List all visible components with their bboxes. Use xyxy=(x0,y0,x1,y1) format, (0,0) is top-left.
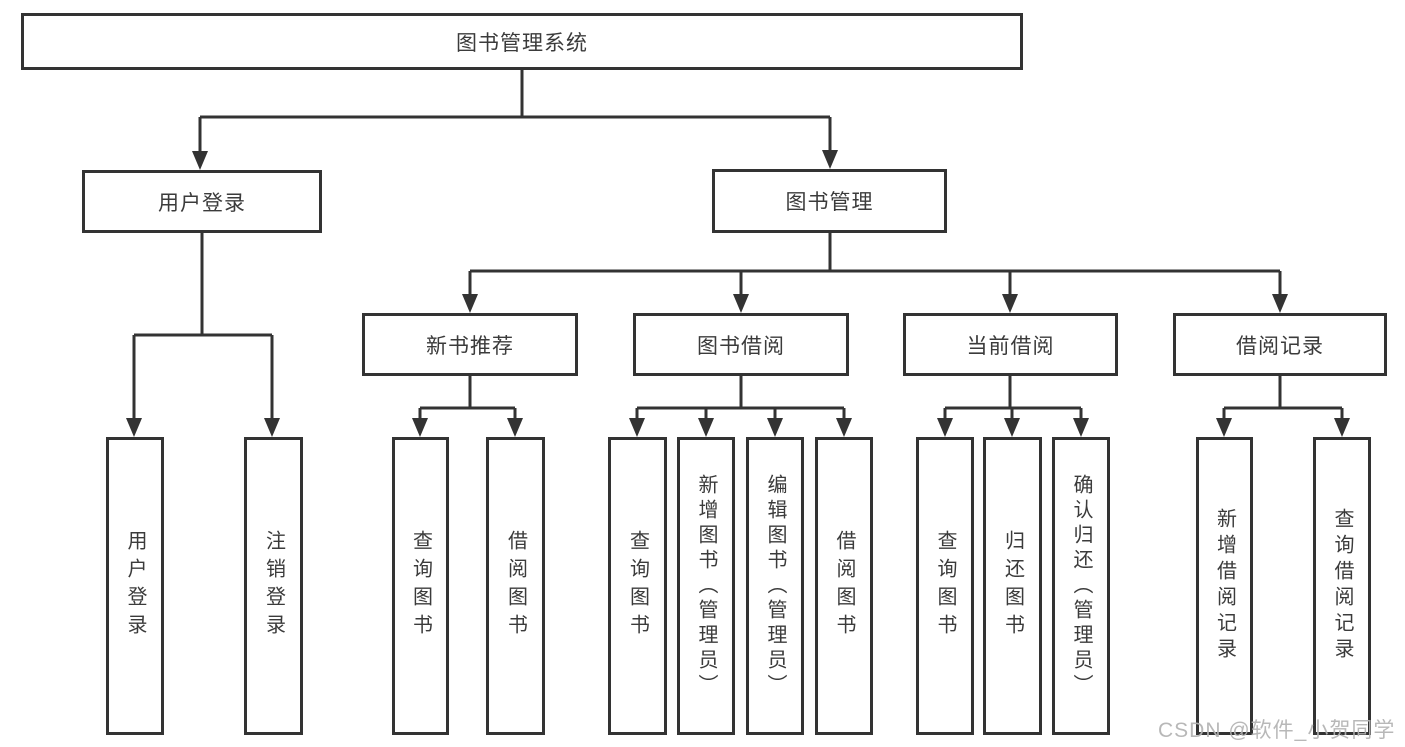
leaf-add-books-admin: 新增图书（管理员） xyxy=(677,437,735,735)
leaf-query-books-borrow: 查询图书 xyxy=(608,437,667,735)
leaf-return-books: 归还图书 xyxy=(983,437,1042,735)
node-book-management-branch: 图书管理 xyxy=(712,169,947,233)
leaf-confirm-return-admin: 确认归还（管理员） xyxy=(1052,437,1110,735)
node-new-book-recommend: 新书推荐 xyxy=(362,313,578,376)
tree-edges xyxy=(126,70,1350,437)
node-book-borrow: 图书借阅 xyxy=(633,313,849,376)
csdn-watermark: CSDN @软件_小贺同学 xyxy=(1158,719,1396,742)
leaf-logout: 注销登录 xyxy=(244,437,303,735)
leaf-query-books-current: 查询图书 xyxy=(916,437,974,735)
leaf-edit-books-admin: 编辑图书（管理员） xyxy=(746,437,804,735)
node-root-system: 图书管理系统 xyxy=(21,13,1023,70)
leaf-query-books-recommend: 查询图书 xyxy=(392,437,449,735)
node-borrow-records: 借阅记录 xyxy=(1173,313,1387,376)
leaf-query-borrow-record: 查询借阅记录 xyxy=(1313,437,1371,735)
leaf-add-borrow-record: 新增借阅记录 xyxy=(1196,437,1253,735)
node-user-login-branch: 用户登录 xyxy=(82,170,322,233)
node-current-borrow: 当前借阅 xyxy=(903,313,1118,376)
leaf-borrow-books-recommend: 借阅图书 xyxy=(486,437,545,735)
leaf-user-login: 用户登录 xyxy=(106,437,164,735)
leaf-borrow-books: 借阅图书 xyxy=(815,437,873,735)
